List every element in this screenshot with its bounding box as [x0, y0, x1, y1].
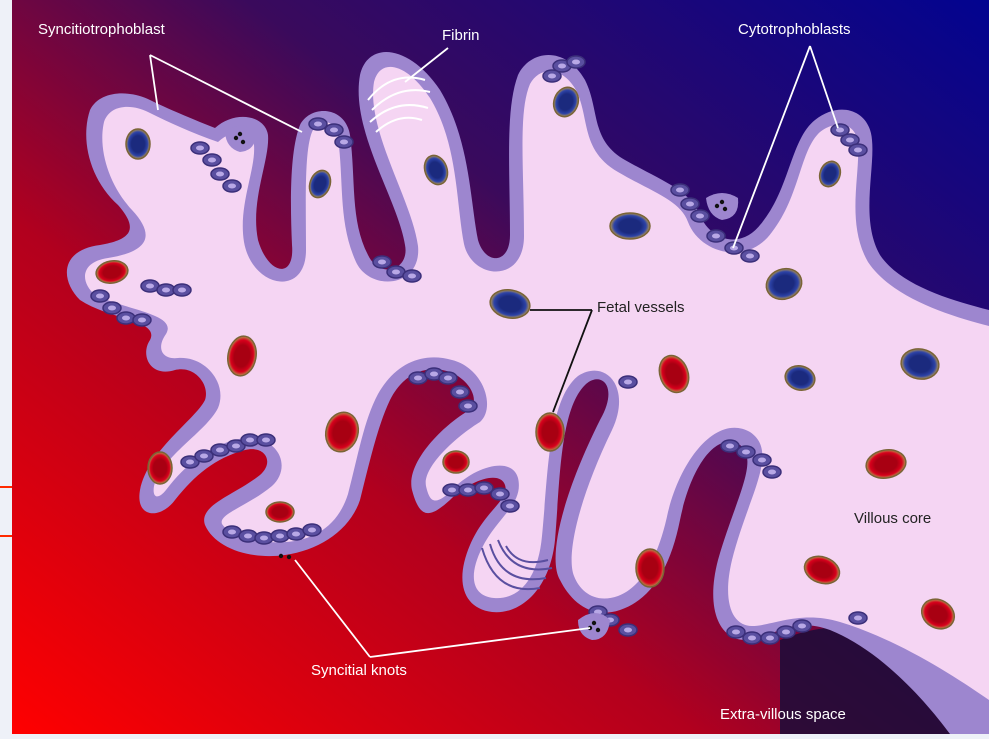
cytotrophoblast-nucleus: [246, 438, 254, 443]
cytotrophoblast-nucleus: [200, 454, 208, 459]
cytotrophoblast-nucleus: [572, 60, 580, 65]
cytotrophoblast-nucleus: [558, 64, 566, 69]
cytotrophoblast-nucleus: [676, 188, 684, 193]
cytotrophoblast-nucleus: [308, 528, 316, 533]
cytotrophoblast-nucleus: [854, 148, 862, 153]
cytotrophoblast-nucleus: [216, 172, 224, 177]
cytotrophoblast-nucleus: [292, 532, 300, 537]
fetal-red-blood-cell: [443, 451, 469, 473]
cytotrophoblast-nucleus: [548, 74, 556, 79]
cytotrophoblast-nucleus: [162, 288, 170, 293]
cytotrophoblast-nucleus: [480, 486, 488, 491]
cytotrophoblast-nucleus: [208, 158, 216, 163]
cytotrophoblast-nucleus: [96, 294, 104, 299]
cytotrophoblast-nucleus: [686, 202, 694, 207]
cytotrophoblast-nucleus: [624, 380, 632, 385]
cytotrophoblast-nucleus: [746, 254, 754, 259]
cytotrophoblast-nucleus: [748, 636, 756, 641]
cytotrophoblast-nucleus: [766, 636, 774, 641]
cytotrophoblast-nucleus: [228, 530, 236, 535]
cytotrophoblast-nucleus: [330, 128, 338, 133]
cytotrophoblast-nucleus: [414, 376, 422, 381]
cytotrophoblast-nucleus: [456, 390, 464, 395]
cytotrophoblast-nucleus: [314, 122, 322, 127]
cytotrophoblast-nucleus: [186, 460, 194, 465]
label-syncytiotrophoblast: Syncitiotrophoblast: [38, 21, 165, 38]
cytotrophoblast-nucleus: [448, 488, 456, 493]
cytotrophoblast-nucleus: [276, 534, 284, 539]
cytotrophoblast-nucleus: [758, 458, 766, 463]
cytotrophoblast-nucleus: [228, 184, 236, 189]
cytotrophoblast-nucleus: [624, 628, 632, 633]
cytotrophoblast-nucleus: [854, 616, 862, 621]
cytotrophoblast-nucleus: [464, 488, 472, 493]
maternal-blood-cell: [610, 213, 650, 239]
cytotrophoblast-nucleus: [696, 214, 704, 219]
fetal-red-blood-cell: [536, 413, 564, 451]
cytotrophoblast-nucleus: [262, 438, 270, 443]
cytotrophoblast-nucleus: [392, 270, 400, 275]
cytotrophoblast-nucleus: [464, 404, 472, 409]
label-fibrin: Fibrin: [442, 27, 480, 44]
cytotrophoblast-nucleus: [108, 306, 116, 311]
cytotrophoblast-nucleus: [378, 260, 386, 265]
cytotrophoblast-nucleus: [216, 448, 224, 453]
cytotrophoblast-nucleus: [712, 234, 720, 239]
cytotrophoblast-nucleus: [340, 140, 348, 145]
label-fetal-vessels: Fetal vessels: [597, 299, 685, 316]
cytotrophoblast-nucleus: [178, 288, 186, 293]
cytotrophoblast-nucleus: [768, 470, 776, 475]
cytotrophoblast-nucleus: [742, 450, 750, 455]
cytotrophoblast-nucleus: [798, 624, 806, 629]
cytotrophoblast-nucleus: [782, 630, 790, 635]
cytotrophoblast-nucleus: [408, 274, 416, 279]
label-villous-core: Villous core: [854, 510, 931, 527]
fetal-red-blood-cell: [266, 502, 294, 522]
label-extra-villous-space: Extra-villous space: [720, 706, 846, 723]
label-syncytial-knots: Syncitial knots: [311, 662, 407, 679]
fetal-red-blood-cell: [148, 452, 172, 484]
cytotrophoblast-nucleus: [444, 376, 452, 381]
cytotrophoblast-nucleus: [732, 630, 740, 635]
fetal-red-blood-cell: [636, 549, 664, 587]
cytotrophoblast-nucleus: [146, 284, 154, 289]
cytotrophoblast-nucleus: [430, 372, 438, 377]
cytotrophoblast-nucleus: [846, 138, 854, 143]
cytotrophoblast-nucleus: [196, 146, 204, 151]
cytotrophoblast-nucleus: [496, 492, 504, 497]
cytotrophoblast-nucleus: [244, 534, 252, 539]
cytotrophoblast-nucleus: [122, 316, 130, 321]
cytotrophoblast-nucleus: [726, 444, 734, 449]
cytotrophoblast-nucleus: [506, 504, 514, 509]
cytotrophoblast-nucleus: [138, 318, 146, 323]
cytotrophoblast-nucleus: [260, 536, 268, 541]
cytotrophoblast-nucleus: [232, 444, 240, 449]
maternal-blood-cell: [126, 129, 150, 159]
label-cytotrophoblasts: Cytotrophoblasts: [738, 21, 851, 38]
